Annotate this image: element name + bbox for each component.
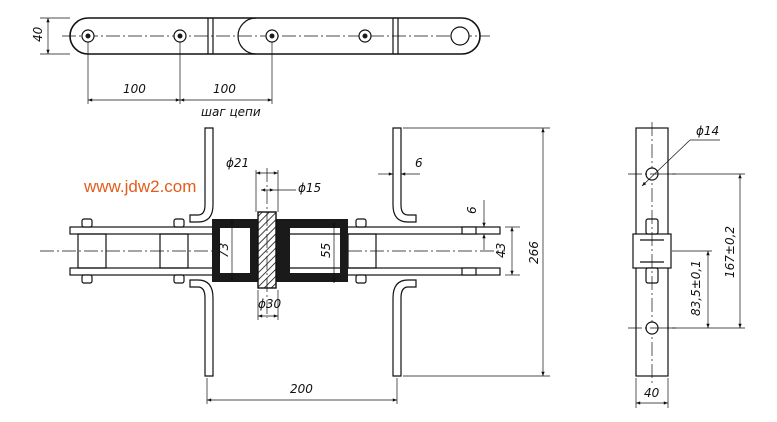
- plate-thickness-label: 6: [415, 156, 423, 170]
- side-view: ϕ14 167±0,2 83,5±0,1 40: [628, 122, 745, 408]
- total-height-label: 266: [527, 241, 541, 264]
- half-spacing-label: 83,5±0,1: [689, 260, 703, 316]
- pitch-right-label: 100: [213, 82, 236, 96]
- link-holes: [81, 26, 470, 46]
- top-height-label: 40: [31, 26, 45, 42]
- front-view: ϕ21 ϕ15 ϕ30 73 55 6 6 43 266: [40, 127, 550, 404]
- inner-height-label: 55: [319, 243, 333, 258]
- side-width-label: 40: [644, 386, 660, 400]
- full-spacing-label: 167±0,2: [723, 226, 737, 278]
- outer-height-label: 73: [217, 243, 231, 258]
- top-view: 40 100 100 шаг цепи: [31, 17, 490, 119]
- pin-diameter-label: ϕ21: [226, 156, 249, 170]
- width-label: 200: [290, 382, 313, 396]
- pitch-caption: шаг цепи: [201, 105, 261, 119]
- pitch-left-label: 100: [123, 82, 146, 96]
- roller-diameter-label: ϕ30: [258, 297, 282, 311]
- watermark: www.jdw2.com: [83, 177, 196, 196]
- hole-diameter-label: ϕ14: [696, 124, 719, 138]
- link-height-label: 43: [494, 243, 508, 258]
- bushing-diameter-label: ϕ15: [298, 181, 321, 195]
- wall-thickness-label: 6: [465, 206, 479, 214]
